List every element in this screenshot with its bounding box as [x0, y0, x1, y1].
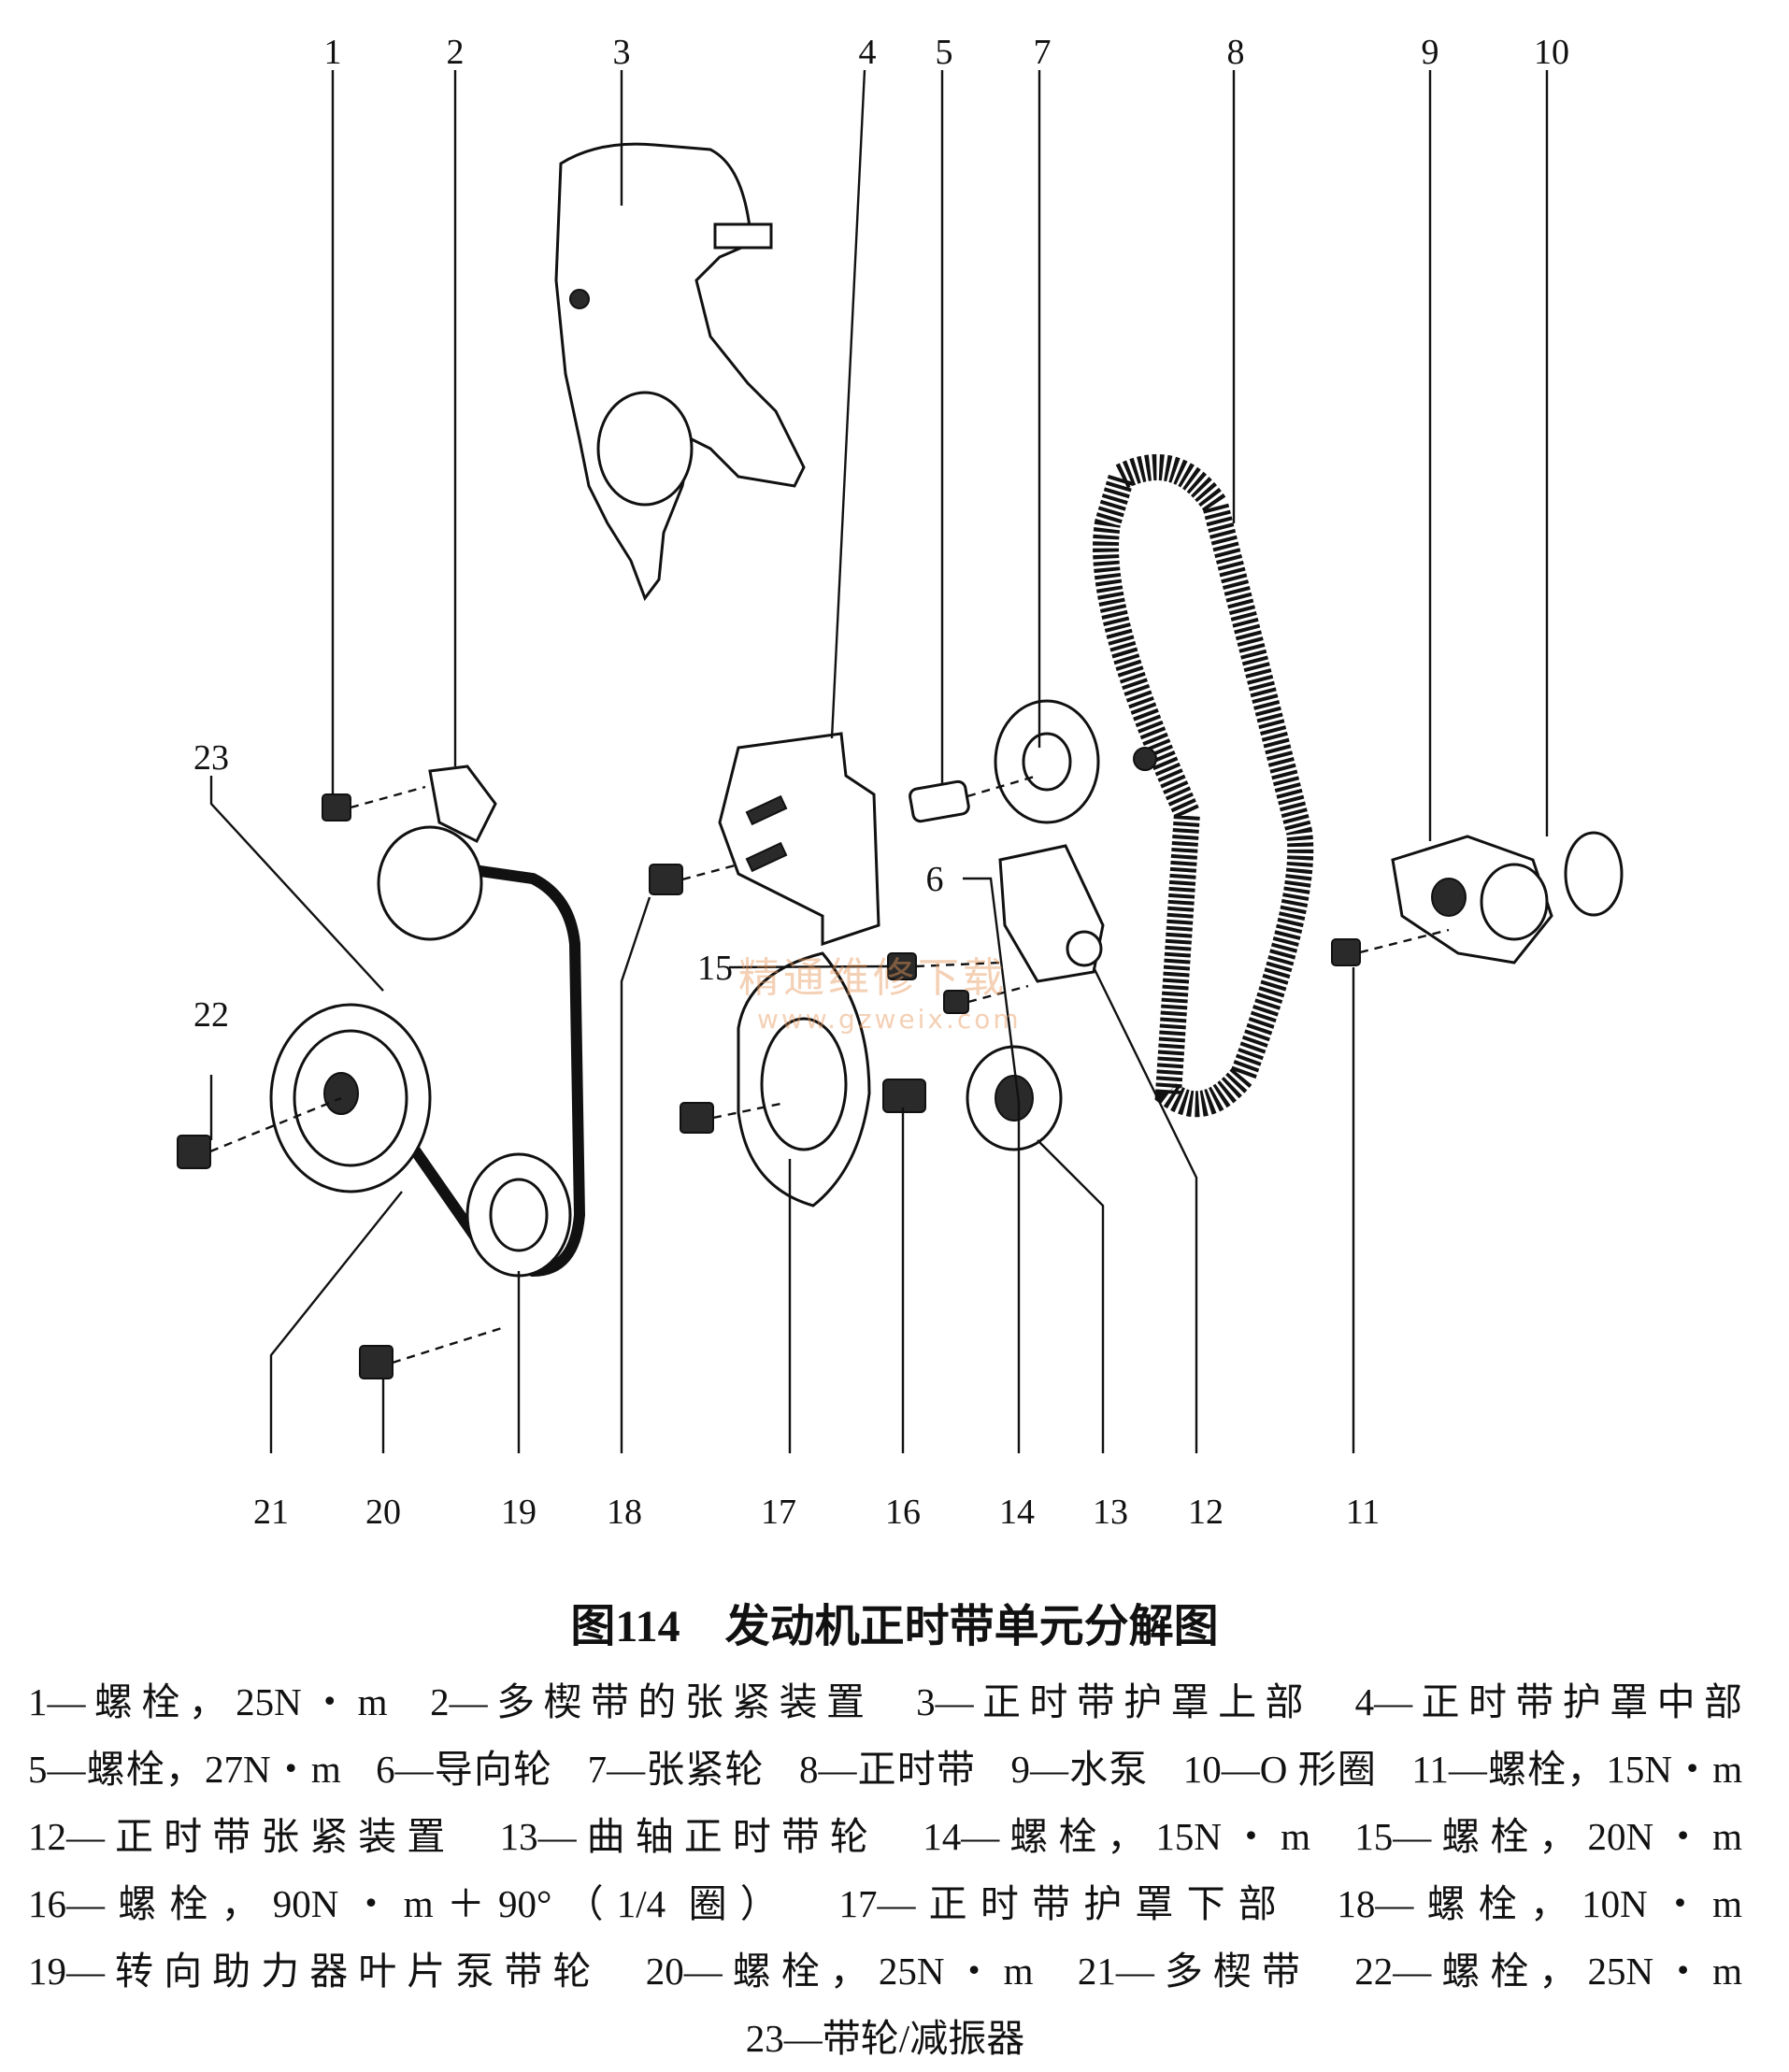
legend-item: 22—螺栓，25N・m [1354, 1950, 1743, 1993]
legend-item: 21—多楔带 [1077, 1950, 1310, 1993]
legend-item: 20—螺栓，25N・m [645, 1950, 1034, 1993]
watermark-url: www.gzweix.com [757, 1004, 1022, 1035]
legend-item: 23—带轮/减振器 [745, 2017, 1025, 2060]
callout-17: 17 [761, 1493, 796, 1532]
legend-item: 12—正时带张紧装置 [28, 1815, 456, 1858]
legend-item: 16—螺栓，90N・m＋90°（1/4 圈） [28, 1882, 792, 1925]
legend-item: 13—曲轴正时带轮 [499, 1815, 879, 1858]
legend-item: 15—螺栓，20N・m [1354, 1815, 1743, 1858]
callout-19: 19 [501, 1493, 537, 1532]
callout-9: 9 [1422, 33, 1439, 72]
legend-item: 7—张紧轮 [587, 1748, 765, 1791]
upper-cover-part [554, 142, 806, 602]
callout-11: 11 [1346, 1493, 1381, 1532]
bolt-18b-part [680, 1102, 714, 1134]
legend-item: 3—正时带护罩上部 [916, 1680, 1312, 1723]
crankshaft-pulley-part [966, 1045, 1063, 1151]
callout-2: 2 [447, 33, 465, 72]
o-ring-part [1564, 831, 1624, 917]
water-pump-part [1391, 835, 1553, 965]
watermark: 精通维修下载 www.gzweix.com [738, 944, 1022, 1035]
callout-14: 14 [999, 1493, 1035, 1532]
middle-cover-part [718, 732, 880, 947]
legend-item: 14—螺栓，15N・m [923, 1815, 1310, 1858]
callout-1: 1 [324, 33, 342, 72]
legend-item: 11—螺栓，15N・m [1411, 1748, 1743, 1791]
callout-5: 5 [936, 33, 953, 72]
callout-13: 13 [1093, 1493, 1128, 1532]
callout-3: 3 [613, 33, 631, 72]
bolt-18-part [649, 864, 683, 895]
legend-item: 6—导向轮 [376, 1748, 553, 1791]
legend-item: 18—螺栓，10N・m [1337, 1882, 1743, 1925]
leader-lines [209, 69, 1549, 1453]
callout-22: 22 [193, 995, 229, 1035]
legend-item: 10—O 形圈 [1182, 1748, 1377, 1791]
legend-item: 19—转向助力器叶片泵带轮 [28, 1950, 602, 1993]
callout-16: 16 [885, 1493, 921, 1532]
legend-item: 1—螺栓，25N・m [28, 1680, 388, 1723]
callout-15: 15 [697, 949, 733, 988]
accessory-drive-part [269, 764, 586, 1278]
bolt-1-part [322, 793, 351, 822]
bolt-11-part [1331, 938, 1361, 966]
callout-8: 8 [1227, 33, 1245, 72]
parts-legend: 1—螺栓，25N・m 2—多楔带的张紧装置 3—正时带护罩上部 4—正时带护罩中… [28, 1668, 1767, 2072]
figure-caption: 图114 发动机正时带单元分解图 [570, 1602, 1219, 1651]
legend-item: 8—正时带 [799, 1748, 977, 1791]
callout-10: 10 [1534, 33, 1569, 72]
bolt-20-part [359, 1345, 394, 1379]
legend-item: 5—螺栓，27N・m [28, 1748, 341, 1791]
bolt-5-part [909, 779, 970, 823]
bolt-22-part [177, 1135, 211, 1169]
legend-item: 2—多楔带的张紧装置 [430, 1680, 874, 1723]
tensioner-pulley-part [994, 699, 1157, 824]
callout-20: 20 [365, 1493, 401, 1532]
callout-labels: 1 2 3 4 5 7 8 9 10 23 6 22 15 21 20 19 1… [193, 33, 1569, 1532]
legend-item: 4—正时带护罩中部 [1354, 1680, 1743, 1723]
callout-18: 18 [607, 1493, 642, 1532]
callout-12: 12 [1188, 1493, 1224, 1532]
lower-cover-part [737, 951, 871, 1207]
belt-tensioner-part [998, 844, 1105, 983]
legend-item: 17—正时带护罩下部 [838, 1882, 1290, 1925]
watermark-text: 精通维修下载 [738, 954, 1008, 1002]
timing-belt-part [1093, 454, 1314, 1118]
callout-23: 23 [193, 738, 229, 778]
callout-4: 4 [859, 33, 877, 72]
callout-7: 7 [1034, 33, 1052, 72]
exploded-diagram: 1 2 3 4 5 7 8 9 10 23 6 22 15 21 20 19 1… [177, 33, 1624, 1532]
bolt-16-part [882, 1079, 926, 1113]
legend-item: 9—水泵 [1010, 1748, 1149, 1791]
callout-6: 6 [926, 860, 944, 899]
callout-21: 21 [253, 1493, 289, 1532]
